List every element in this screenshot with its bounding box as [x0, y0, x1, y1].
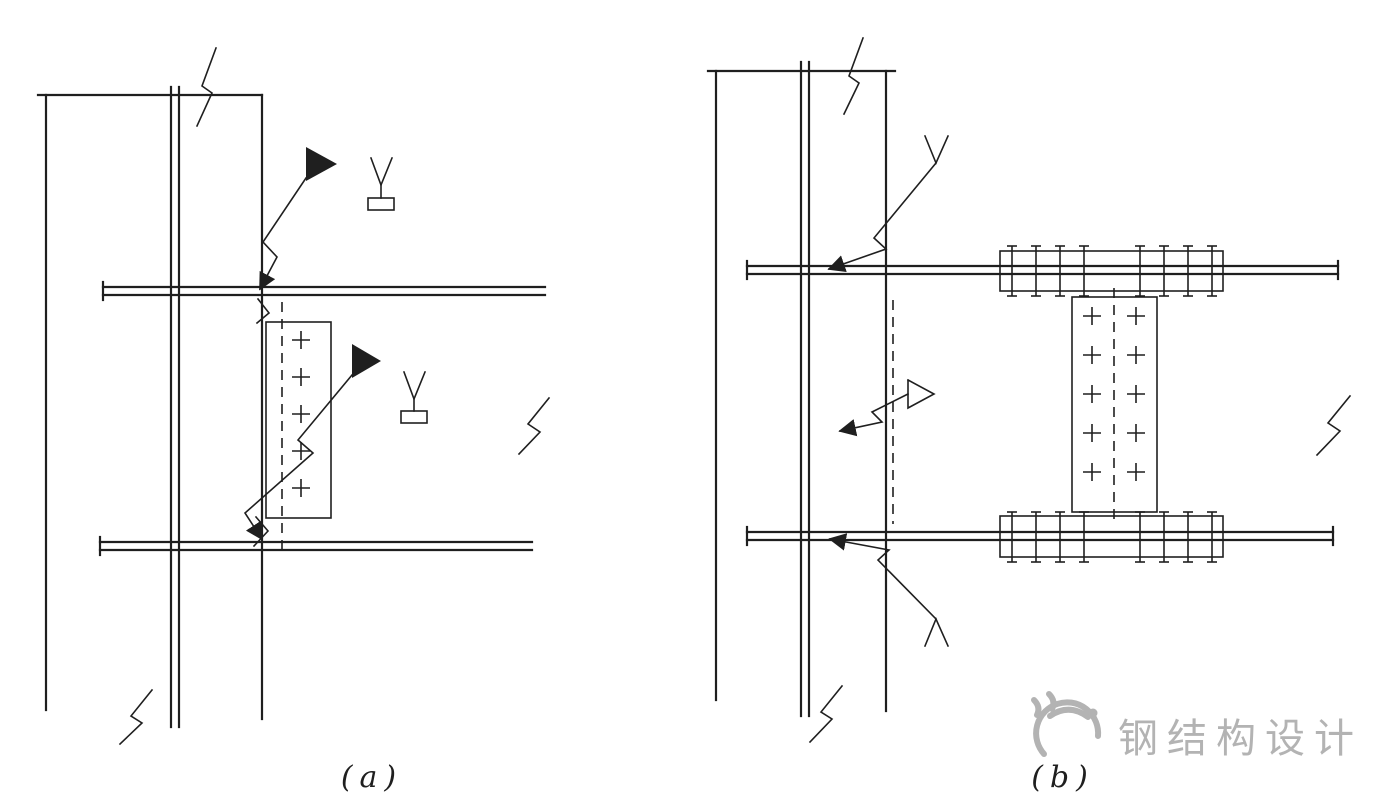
break-mark-icon [842, 36, 865, 116]
bolt-symbol-icon [1206, 245, 1218, 297]
weld-fork-icon [402, 370, 427, 402]
weld-symbol-a-mid [243, 344, 428, 541]
weld-symbol-b-mid [838, 378, 936, 437]
bolt-symbol-icon [1182, 511, 1194, 563]
weld-fork-icon [369, 156, 394, 188]
bolt-symbol-icon [1206, 511, 1218, 563]
bolt-symbol-icon [1082, 306, 1102, 326]
weld-flag-icon [306, 147, 337, 181]
break-mark-icon [195, 46, 218, 128]
weld-symbol-b-bottom [828, 533, 950, 648]
watermark: 钢结构设计 [1031, 691, 1363, 762]
weld-detail-icon [255, 297, 271, 325]
weld-flag-icon [352, 344, 381, 378]
bolt-symbol-icon [1182, 245, 1194, 297]
weld-tail-box-icon [400, 410, 428, 424]
bolt-symbol-icon [1054, 245, 1066, 297]
bolt-symbol-icon [1054, 511, 1066, 563]
bolt-symbol-icon [1078, 245, 1090, 297]
bolt-symbol-icon [1126, 462, 1146, 482]
leader-line [243, 373, 354, 541]
watermark-logo-icon [1031, 691, 1102, 757]
bolt-symbol-icon [1134, 511, 1146, 563]
bolt-symbol-icon [291, 367, 311, 387]
panel-a: (a) [36, 46, 551, 795]
leader-line [827, 161, 938, 273]
bolt-symbol-icon [291, 404, 311, 424]
weld-tail-box-icon [367, 197, 395, 211]
weld-symbol-a-top [258, 147, 395, 291]
panel-b: (b) [706, 36, 1352, 795]
bolt-symbol-icon [1078, 511, 1090, 563]
weld-open-flag-icon [906, 378, 936, 410]
beam-b [745, 259, 1352, 547]
column-b [706, 36, 897, 744]
bolt-symbol-icon [291, 478, 311, 498]
break-mark-icon [118, 688, 154, 746]
watermark-text: 钢结构设计 [1118, 716, 1363, 762]
flange-splice-bottom-b [999, 511, 1224, 563]
weld-fork-icon [923, 134, 950, 166]
leader-line [828, 533, 938, 621]
bolt-symbol-icon [1158, 245, 1170, 297]
web-splice-plate-b [1071, 288, 1158, 522]
bolt-symbol-icon [1006, 245, 1018, 297]
column-a [36, 46, 264, 746]
bolt-symbol-icon [1006, 511, 1018, 563]
break-mark-icon [1315, 394, 1352, 457]
flange-splice-top-b [999, 245, 1224, 297]
panel-a-label: (a) [341, 760, 403, 795]
bolt-symbol-icon [1126, 306, 1146, 326]
bolt-symbol-icon [1126, 423, 1146, 443]
bolt-symbol-icon [1082, 423, 1102, 443]
bolt-symbol-icon [1158, 511, 1170, 563]
break-mark-icon [517, 396, 551, 456]
bolt-symbol-icon [1126, 345, 1146, 365]
bolt-symbol-icon [1030, 511, 1042, 563]
bolt-symbol-icon [1082, 345, 1102, 365]
weld-fork-icon [923, 616, 950, 648]
leader-line [838, 392, 910, 437]
weld-symbol-b-top [827, 134, 950, 273]
bolt-symbol-icon [291, 330, 311, 350]
bolt-symbol-icon [1134, 245, 1146, 297]
shear-plate-a [252, 297, 332, 556]
bolt-symbol-icon [1030, 245, 1042, 297]
bolt-symbol-icon [1082, 462, 1102, 482]
beam-a [98, 280, 551, 557]
break-mark-icon [808, 684, 844, 744]
leader-line [258, 176, 308, 291]
panel-b-label: (b) [1031, 760, 1095, 795]
bolt-symbol-icon [1126, 384, 1146, 404]
bolt-symbol-icon [1082, 384, 1102, 404]
